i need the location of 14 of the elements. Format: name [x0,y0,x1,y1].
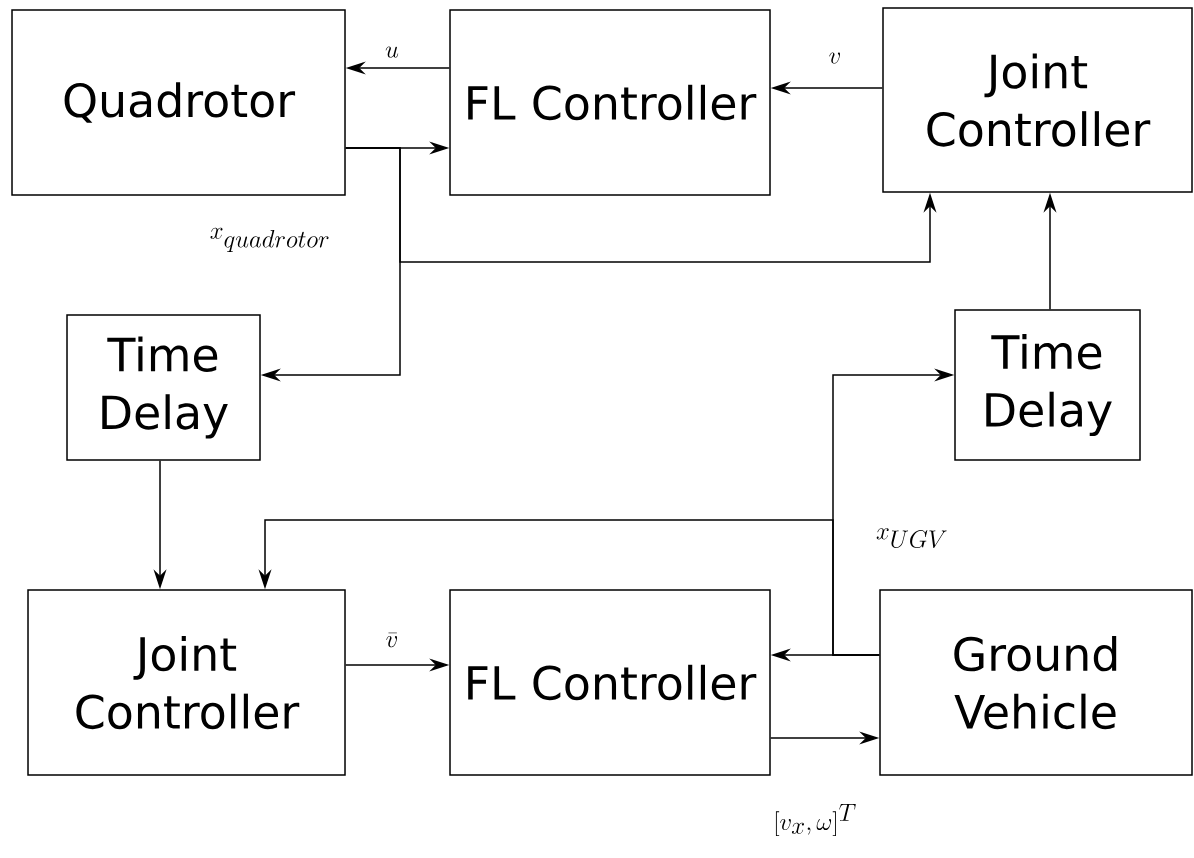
edge-label: $v$ [827,51,843,65]
block-box: FL Controller [449,589,771,776]
block-box: Joint Controller [27,589,346,776]
block-box: Time Delay [954,309,1141,461]
block-box: FL Controller [449,9,771,196]
block-box: Quadrotor [11,9,346,196]
block-box: Ground Vehicle [879,589,1193,776]
edge-label: $u$ [384,45,400,59]
signal-label: $x_{quadrotor}$ [210,227,329,253]
signal-label: $[v_x, \omega]^T$ [775,804,856,837]
signal-label: $x_{UGV}$ [876,528,947,549]
block-box: Time Delay [66,314,261,461]
block-box: Joint Controller [882,7,1193,193]
edge-label: $\bar{v}$ [384,632,400,648]
